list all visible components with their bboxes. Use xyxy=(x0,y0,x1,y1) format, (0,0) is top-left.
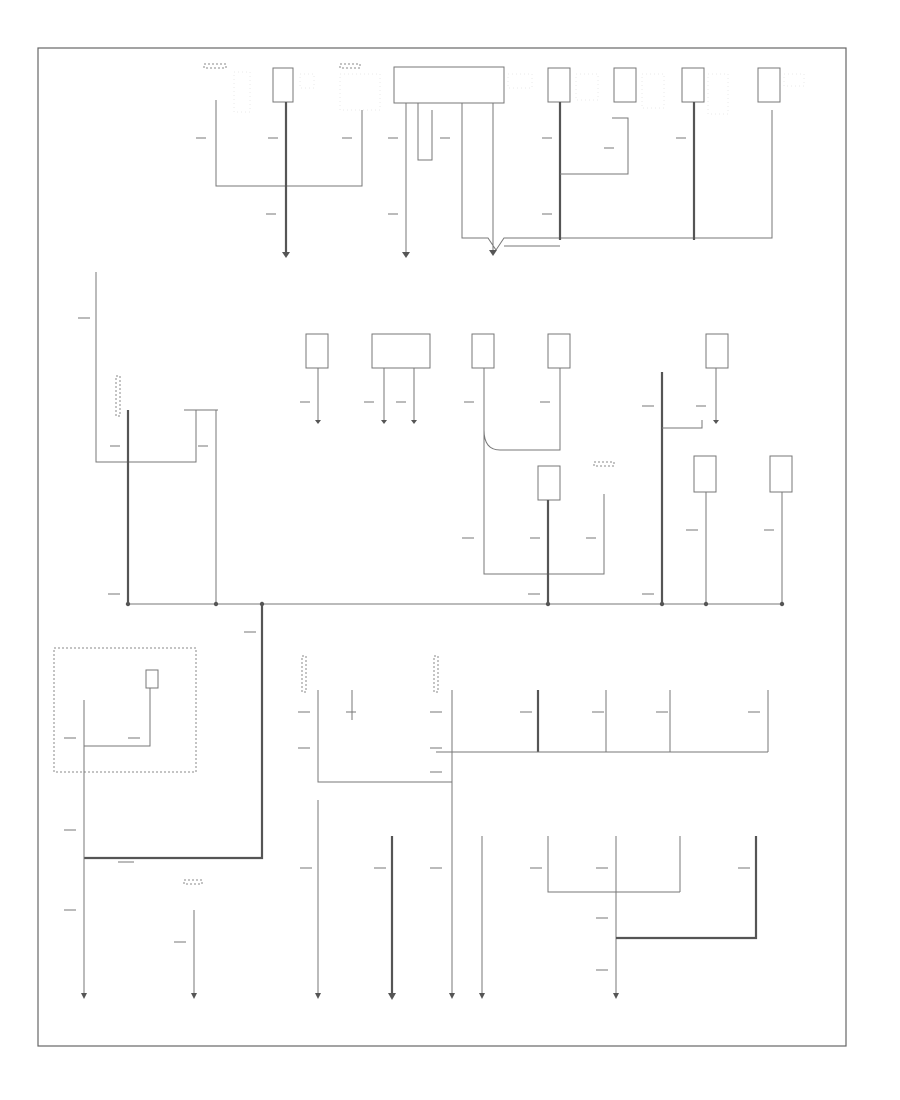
component-box xyxy=(203,63,227,69)
splice-node xyxy=(703,601,709,607)
component-box xyxy=(183,879,203,885)
ground-arrow xyxy=(479,993,485,999)
splice-node xyxy=(659,601,665,607)
splice-node xyxy=(125,601,131,607)
splice-node xyxy=(545,601,551,607)
ground-arrow xyxy=(315,420,321,424)
component-box xyxy=(301,655,307,693)
component-box xyxy=(305,333,329,369)
component-box xyxy=(471,333,495,369)
top-section xyxy=(196,63,805,258)
component-box xyxy=(115,375,121,417)
component-box xyxy=(371,333,431,369)
ground-arrow xyxy=(489,250,497,256)
ground-arrow xyxy=(449,993,455,999)
label-marks xyxy=(233,71,805,115)
component-box xyxy=(272,67,294,103)
module-enclosure xyxy=(53,647,197,773)
ground-arrow xyxy=(613,993,619,999)
splice-node xyxy=(213,601,219,607)
component-box xyxy=(769,455,793,493)
component-box xyxy=(681,67,705,103)
component-box xyxy=(593,461,615,467)
component-box xyxy=(393,66,505,104)
ground-arrow xyxy=(402,252,410,258)
component-box xyxy=(547,67,571,103)
ground-arrow xyxy=(713,420,719,424)
ground-arrow xyxy=(282,252,290,258)
component-box xyxy=(339,63,361,69)
diagram-frame xyxy=(37,47,847,1047)
splice-node xyxy=(779,601,785,607)
component-box xyxy=(613,67,637,103)
ground-arrow xyxy=(191,993,197,999)
ground-arrow xyxy=(315,993,321,999)
wire-tags xyxy=(196,137,686,215)
component-box xyxy=(547,333,571,369)
component-box xyxy=(757,67,781,103)
ground-arrow xyxy=(81,993,87,999)
middle-section xyxy=(78,272,793,607)
wire-tags xyxy=(108,401,774,595)
ground-arrow xyxy=(381,420,387,424)
component-box xyxy=(693,455,717,493)
component-box xyxy=(145,669,159,689)
wire-tags xyxy=(298,711,760,971)
lower-section xyxy=(53,604,769,1000)
component-box xyxy=(433,655,439,693)
component-box xyxy=(537,465,561,501)
ground-arrow xyxy=(388,993,396,1000)
component-box xyxy=(705,333,729,369)
ground-arrow xyxy=(411,420,417,424)
